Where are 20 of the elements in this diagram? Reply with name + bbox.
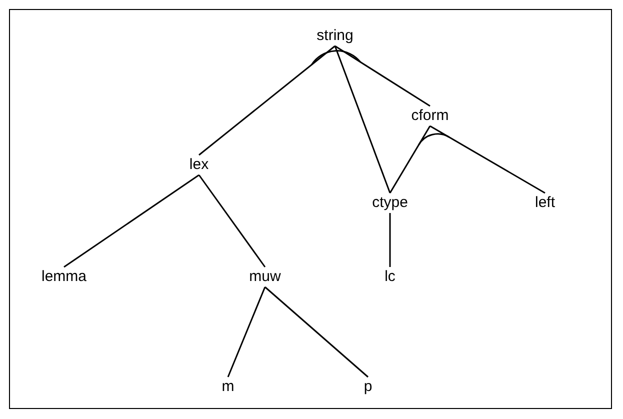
node-label: string — [314, 26, 356, 46]
node-label: lex — [187, 155, 211, 175]
node-label: lc — [382, 267, 398, 287]
tree-branch-line — [334, 46, 391, 194]
node-label: p — [362, 377, 374, 397]
node-label: lemma — [40, 267, 88, 287]
tree-branch-line — [430, 125, 546, 194]
node-label: cform — [409, 106, 451, 126]
tree-branch-line — [198, 45, 336, 156]
tree-branch-line — [198, 174, 266, 268]
tree-branch-line — [264, 286, 368, 378]
node-label: muw — [247, 267, 283, 287]
tree-branch-line — [389, 126, 431, 194]
tree-branch-line — [389, 213, 391, 267]
node-label: ctype — [370, 193, 410, 213]
tree-branch-line — [334, 45, 430, 107]
tree-branch-line — [227, 286, 266, 378]
node-label: m — [220, 377, 236, 397]
node-label: left — [533, 193, 557, 213]
tree-branch-line — [64, 174, 200, 268]
